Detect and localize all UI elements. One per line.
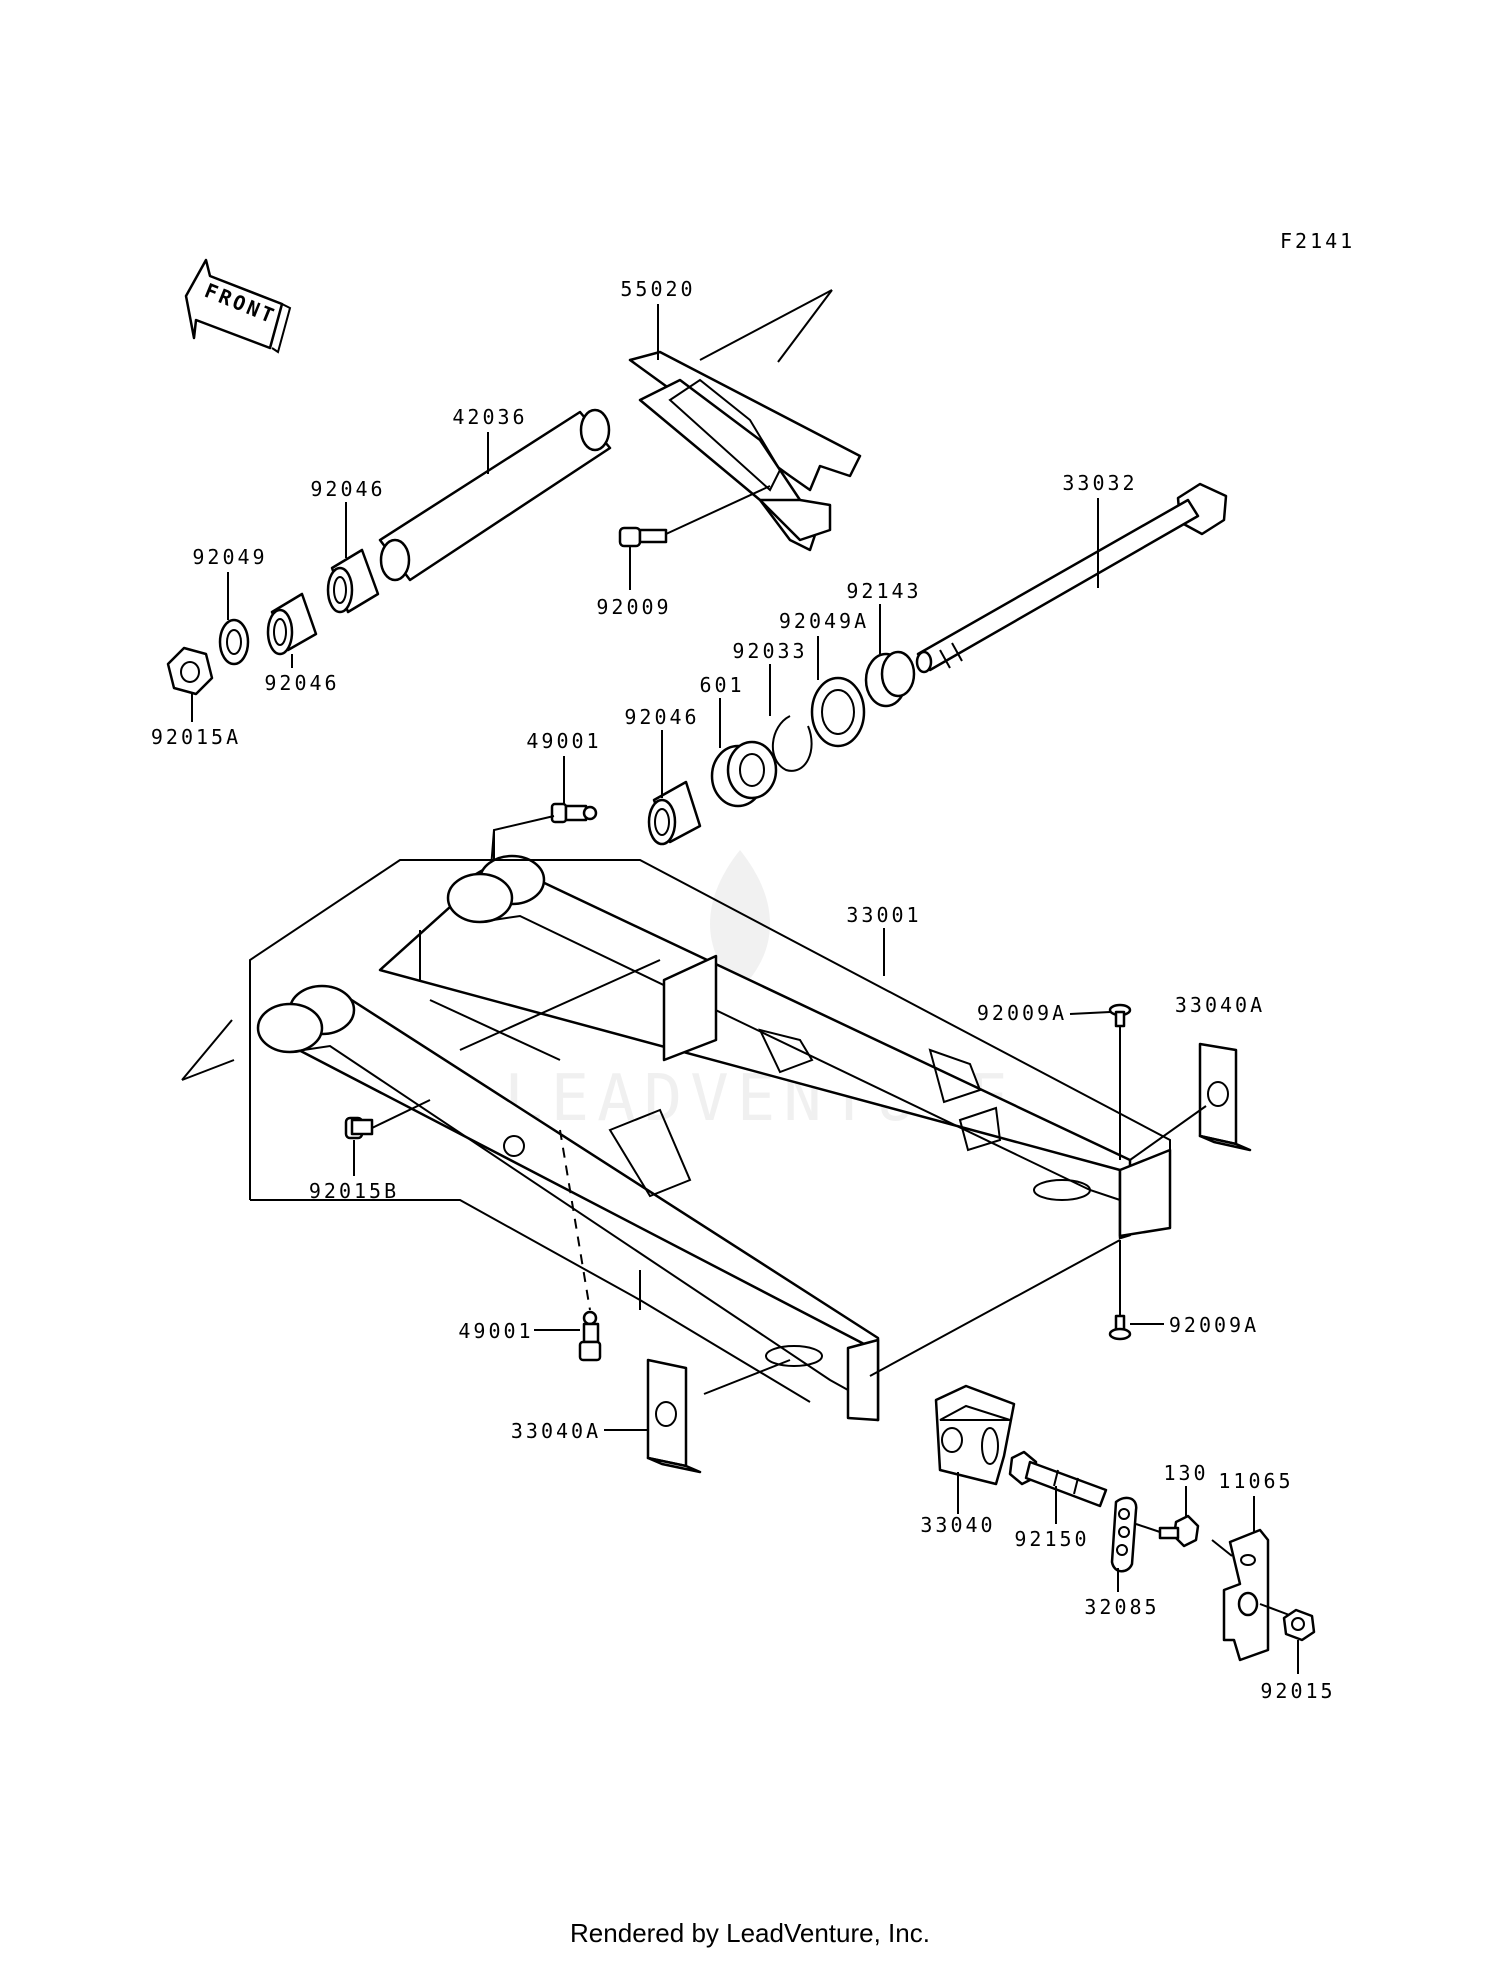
label-55020[interactable]: 55020 (620, 277, 695, 301)
leader-92009a-top (1069, 1011, 1111, 1015)
label-92015b[interactable]: 92015B (309, 1179, 399, 1203)
label-92046-mid[interactable]: 92046 (624, 705, 699, 729)
pointer-line-left-2 (181, 1059, 235, 1081)
label-32085[interactable]: 32085 (1084, 1595, 1159, 1619)
label-92009[interactable]: 92009 (596, 595, 671, 619)
label-49001-top[interactable]: 49001 (526, 729, 601, 753)
label-601[interactable]: 601 (699, 673, 744, 697)
nut-92015 (1282, 1608, 1316, 1642)
circlip (771, 715, 813, 772)
label-49001-low[interactable]: 49001 (458, 1319, 533, 1343)
label-42036[interactable]: 42036 (452, 405, 527, 429)
ball-bearing (710, 740, 778, 808)
chain-guide (628, 289, 862, 552)
adjuster-bolt (1008, 1450, 1108, 1508)
assembly-outline-lower (250, 1199, 811, 1403)
bracket-11065 (1211, 1528, 1293, 1662)
plate-33040a-right (1129, 1042, 1252, 1161)
nut-92015a (166, 646, 214, 696)
label-92015[interactable]: 92015 (1260, 1679, 1335, 1703)
bolt-92015b (344, 1099, 431, 1140)
needle-bearing-middle (647, 780, 702, 846)
grease-nipple-lower (578, 1310, 602, 1362)
footer-credit: Rendered by LeadVenture, Inc. (570, 1918, 930, 1948)
label-92049[interactable]: 92049 (192, 545, 267, 569)
label-92046-top[interactable]: 92046 (310, 477, 385, 501)
label-92033[interactable]: 92033 (732, 639, 807, 663)
part-labels: 55020 42036 92046 92049 92046 92015A 920… (151, 277, 1335, 1703)
label-92049a[interactable]: 92049A (779, 609, 869, 633)
collar-92143 (864, 650, 916, 708)
bolt-130 (1135, 1514, 1200, 1548)
watermark-flame-icon (710, 850, 770, 990)
needle-bearing-lower (266, 592, 318, 656)
label-92150[interactable]: 92150 (1014, 1527, 1089, 1551)
swing-arm (256, 854, 1172, 1422)
front-arrow-icon: FRONT (184, 258, 292, 354)
label-92046-low[interactable]: 92046 (264, 671, 339, 695)
label-92015a[interactable]: 92015A (151, 725, 241, 749)
chain-adjuster-block (869, 1239, 1121, 1486)
pivot-sleeve (378, 408, 612, 582)
label-33040a-right[interactable]: 33040A (1175, 993, 1265, 1017)
label-130[interactable]: 130 (1163, 1461, 1208, 1485)
label-33040a-left[interactable]: 33040A (511, 1419, 601, 1443)
pointer-line-left (181, 1019, 233, 1081)
label-92143[interactable]: 92143 (846, 579, 921, 603)
screw-92009a-upper (1108, 1003, 1132, 1160)
diagram-code: F2141 (1280, 229, 1355, 253)
label-11065[interactable]: 11065 (1218, 1469, 1293, 1493)
seal-92049a (810, 676, 866, 748)
label-33040[interactable]: 33040 (920, 1513, 995, 1537)
plate-33040a-left (646, 1358, 791, 1474)
label-92009a-top[interactable]: 92009A (977, 1001, 1067, 1025)
bolt-92009 (618, 485, 771, 548)
assembly-outline (249, 859, 1171, 1218)
screw-92009a-lower (1108, 1240, 1132, 1341)
label-33032[interactable]: 33032 (1062, 471, 1137, 495)
label-92009a-low[interactable]: 92009A (1169, 1313, 1259, 1337)
label-33001[interactable]: 33001 (846, 903, 921, 927)
adjuster-plate (1110, 1496, 1138, 1573)
pivot-bolt (915, 482, 1228, 674)
needle-bearing-upper (326, 548, 380, 614)
seal-92049 (218, 618, 250, 666)
